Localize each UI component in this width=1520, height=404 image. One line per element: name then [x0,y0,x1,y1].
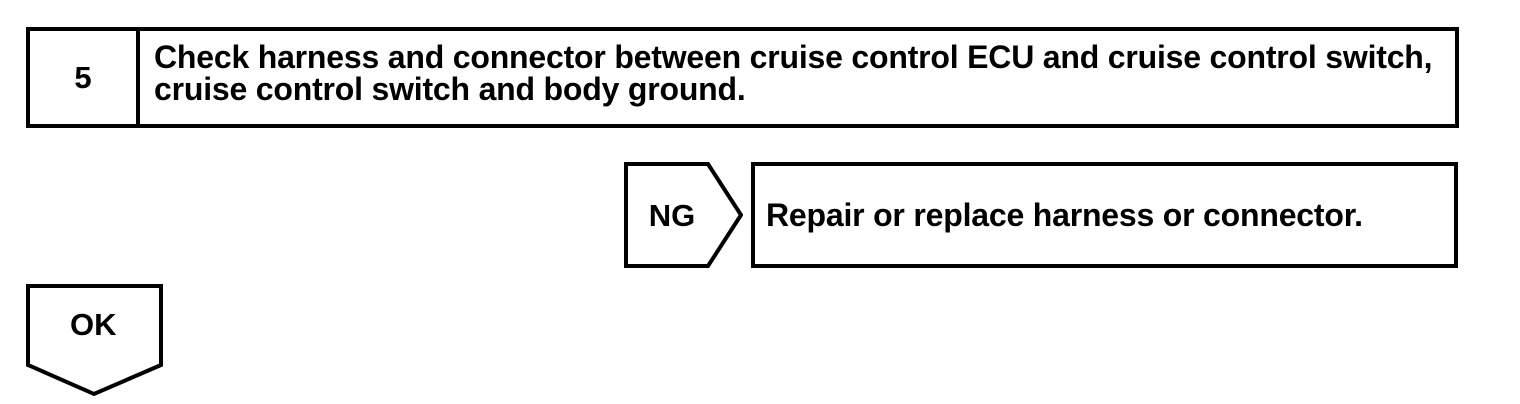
step-instruction-line-2: cruise control switch and body ground. [154,71,746,107]
ng-branch-arrow-icon [624,162,743,268]
ng-result-text: Repair or replace harness or connector. [766,197,1363,233]
ok-branch-arrow-icon [26,284,163,404]
step-row: 5 Check harness and connector between cr… [26,27,1459,128]
ng-result-box: Repair or replace harness or connector. [751,162,1458,268]
step-number-cell: 5 [30,31,140,124]
step-number: 5 [74,60,92,95]
step-instruction-line-1: Check harness and connector between crui… [154,39,1433,75]
step-instruction-cell: Check harness and connector between crui… [140,31,1455,124]
